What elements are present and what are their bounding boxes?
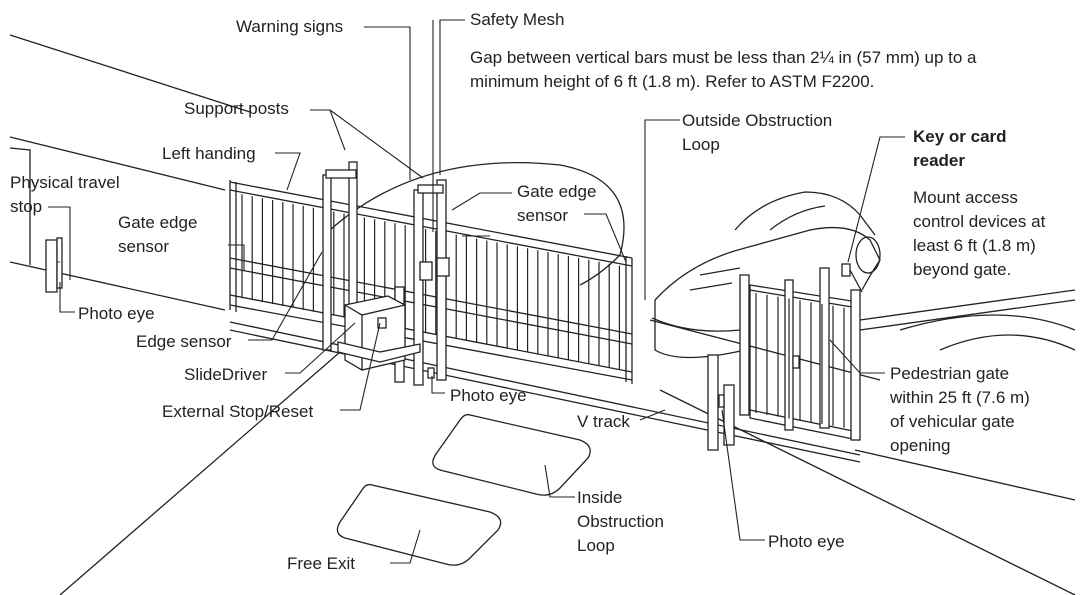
label-pedestrian-gate: Pedestrian gate within 25 ft (7.6 m) of … [890,362,1030,458]
slidedriver-operator [337,295,421,371]
label-external-stop-reset: External Stop/Reset [162,402,314,421]
label-gate-edge-sensor-left-line-1: Gate edge [118,213,198,232]
label-outside-obstruction-loop: Outside Obstruction Loop [682,109,832,157]
label-key-card-reader-line-2: reader [913,151,965,170]
label-gate-edge-sensor-left-line-2: sensor [118,237,170,256]
outside-obstruction-loop [329,162,625,286]
note-access-control-mount: Mount access control devices at least 6 … [913,186,1045,282]
label-inside-obstruction-loop: Inside Obstruction Loop [577,486,664,558]
label-pedestrian-gate-line-3: of vehicular gate [890,412,1015,431]
inside-loop-pad [432,413,591,496]
label-physical-travel-stop-line-1: Physical travel [10,173,120,192]
label-pedestrian-gate-line-4: opening [890,436,951,455]
label-free-exit: Free Exit [287,554,356,573]
warning-sign-panels [419,257,450,281]
note-bar-gap-line-1: Gap between vertical bars must be less t… [470,48,977,67]
note-access-control-mount-line-4: beyond gate. [913,260,1012,279]
label-support-posts: Support posts [184,99,289,118]
key-card-reader [841,263,863,293]
label-physical-travel-stop-line-2: stop [10,197,43,216]
label-gate-edge-sensor-right-line-2: sensor [517,206,569,225]
label-photo-eye-left: Photo eye [78,304,155,323]
note-bar-gap: Gap between vertical bars must be less t… [470,46,976,94]
label-key-card-reader: Key or card reader [913,125,1007,173]
free-exit-loop-pad [336,483,502,566]
label-warning-signs: Warning signs [236,17,344,36]
label-gate-edge-sensor-right: Gate edge sensor [517,180,596,228]
label-inside-obstruction-loop-line-3: Loop [577,536,615,555]
leader-lines [48,19,905,564]
label-pedestrian-gate-line-2: within 25 ft (7.6 m) [890,388,1030,407]
label-physical-travel-stop: Physical travel stop [10,171,120,219]
photo-eye-posts [427,354,735,451]
label-v-track: V track [577,412,630,431]
label-key-card-reader-line-1: Key or card [913,127,1007,146]
label-outside-obstruction-loop-line-1: Outside Obstruction [682,111,833,130]
label-photo-eye-right: Photo eye [768,532,845,551]
label-edge-sensor: Edge sensor [136,332,232,351]
label-gate-edge-sensor-left: Gate edge sensor [118,211,197,259]
label-inside-obstruction-loop-line-1: Inside [577,488,623,507]
label-gate-edge-sensor-right-line-1: Gate edge [517,182,597,201]
label-left-handing: Left handing [162,144,256,163]
label-slidedriver: SlideDriver [184,365,268,384]
note-access-control-mount-line-3: least 6 ft (1.8 m) [913,236,1036,255]
label-safety-mesh: Safety Mesh [470,10,565,29]
ground-lines [9,34,1076,595]
sliding-gate [229,180,633,384]
note-access-control-mount-line-1: Mount access [913,188,1018,207]
pedestrian-gate [739,267,861,441]
vehicle [651,191,881,359]
label-inside-obstruction-loop-line-2: Obstruction [577,512,664,531]
label-photo-eye-center: Photo eye [450,386,527,405]
label-pedestrian-gate-line-1: Pedestrian gate [890,364,1010,383]
label-outside-obstruction-loop-line-2: Loop [682,135,720,154]
note-bar-gap-line-2: minimum height of 6 ft (1.8 m). Refer to… [470,72,875,91]
v-track [229,321,861,463]
note-access-control-mount-line-2: control devices at [913,212,1046,231]
